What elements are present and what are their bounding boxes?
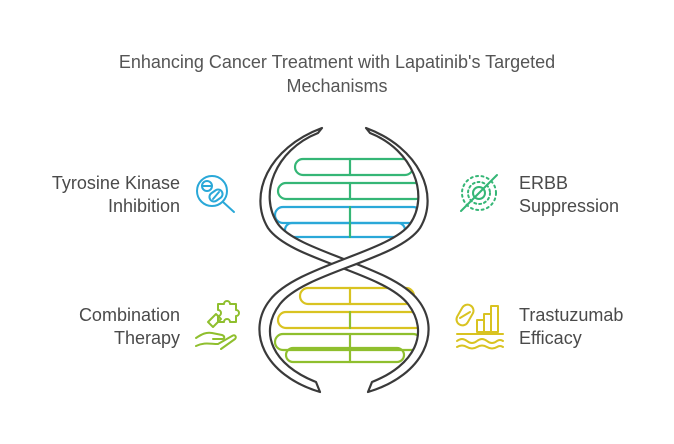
pill-magnifier-icon — [196, 175, 235, 213]
rung-4 — [283, 221, 407, 239]
label-combination-line1: Combination — [78, 305, 180, 325]
label-combination: Combination Therapy — [20, 304, 180, 350]
lower-rungs — [273, 286, 426, 364]
suppressed-target-icon — [460, 174, 498, 212]
rung-8 — [284, 346, 406, 364]
label-combination-line2: Therapy — [113, 328, 180, 348]
label-tyrosine-line1: Tyrosine Kinase — [51, 173, 180, 193]
title-line-1: Enhancing Cancer Treatment with Lapatini… — [118, 52, 556, 72]
title-line-2: Mechanisms — [286, 76, 388, 96]
label-tyrosine-line2: Inhibition — [107, 196, 180, 216]
rung-1 — [293, 157, 415, 177]
pill-chart-icon — [455, 303, 504, 350]
label-erbb: ERBB Suppression — [519, 172, 669, 218]
strand-b — [258, 126, 429, 394]
label-erbb-line2: Suppression — [519, 196, 620, 216]
rung-3 — [273, 205, 423, 225]
upper-rungs — [273, 157, 426, 239]
label-erbb-line1: ERBB — [519, 173, 569, 193]
label-trastuzumab-line2: Efficacy — [519, 328, 582, 348]
label-tyrosine-kinase: Tyrosine Kinase Inhibition — [20, 172, 180, 218]
label-trastuzumab: Trastuzumab Efficacy — [519, 304, 669, 350]
puzzle-hand-icon — [195, 300, 240, 350]
diagram-title: Enhancing Cancer Treatment with Lapatini… — [0, 50, 674, 98]
label-trastuzumab-line1: Trastuzumab — [519, 305, 624, 325]
